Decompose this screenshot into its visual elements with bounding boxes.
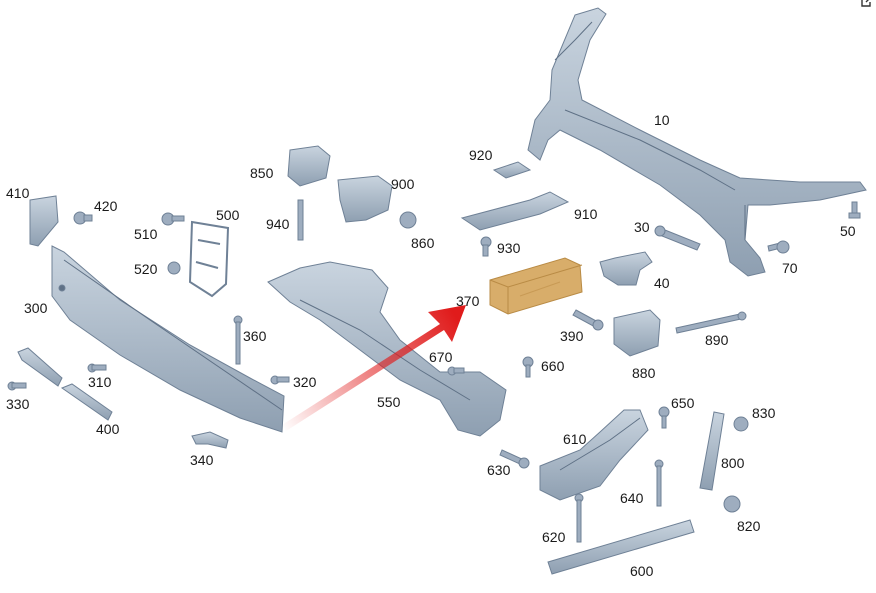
callout-400: 400 (96, 421, 120, 437)
part-650-bolt (658, 406, 670, 429)
callout-30: 30 (634, 219, 650, 235)
part-550-crossmember (267, 261, 507, 437)
callout-50: 50 (840, 223, 856, 239)
callout-300: 300 (24, 300, 48, 316)
part-850-bracket (287, 145, 331, 187)
part-40-bracket (599, 251, 653, 286)
highlight-arrow (282, 305, 466, 431)
part-410-cap (29, 195, 59, 247)
callout-620: 620 (542, 529, 566, 545)
part-800-strap (699, 411, 725, 491)
part-640-bolt (654, 459, 664, 507)
callout-40: 40 (654, 275, 670, 291)
callout-410: 410 (6, 185, 30, 201)
callout-330: 330 (6, 396, 30, 412)
callout-520: 520 (134, 261, 158, 277)
part-360-bolt (233, 315, 243, 365)
part-620-bolt (574, 493, 584, 543)
callout-930: 930 (497, 240, 521, 256)
part-910-plate (460, 191, 570, 231)
part-30-bolt (654, 225, 701, 251)
callout-640: 640 (620, 490, 644, 506)
part-390-bolt (572, 309, 604, 331)
part-320-bolt (270, 375, 290, 385)
part-600-rail (547, 519, 695, 575)
part-880-bracket (613, 309, 661, 357)
part-860-nut (399, 211, 417, 229)
callout-650: 650 (671, 395, 695, 411)
callout-670: 670 (429, 349, 453, 365)
callout-820: 820 (737, 518, 761, 534)
external-link-icon[interactable] (860, 0, 874, 8)
callout-500: 500 (216, 207, 240, 223)
part-520-nut (167, 261, 181, 275)
part-920-clip (492, 161, 532, 179)
part-940-bolt (297, 199, 304, 241)
part-70-bolt (767, 240, 790, 254)
callout-860: 860 (411, 235, 435, 251)
callout-920: 920 (469, 147, 493, 163)
part-400-strips (17, 347, 113, 421)
callout-370: 370 (456, 293, 480, 309)
callout-310: 310 (88, 374, 112, 390)
callout-660: 660 (541, 358, 565, 374)
part-510-screw (161, 212, 185, 226)
callout-420: 420 (94, 198, 118, 214)
callout-550: 550 (377, 394, 401, 410)
part-310-bolt (87, 363, 107, 373)
callout-900: 900 (391, 176, 415, 192)
callout-800: 800 (721, 455, 745, 471)
callout-10: 10 (654, 112, 670, 128)
callout-70: 70 (782, 260, 798, 276)
part-820-nut (723, 495, 741, 513)
callout-390: 390 (560, 328, 584, 344)
part-50-bolt (848, 201, 861, 219)
part-930-bolt (480, 236, 492, 257)
part-10-frame (527, 7, 867, 277)
callout-320: 320 (293, 374, 317, 390)
callout-830: 830 (752, 405, 776, 421)
part-670-bolt (447, 366, 465, 376)
callout-360: 360 (243, 328, 267, 344)
callout-880: 880 (632, 365, 656, 381)
part-890-bolt (675, 311, 747, 334)
callout-890: 890 (705, 332, 729, 348)
callout-910: 910 (574, 206, 598, 222)
part-660-bolt (522, 356, 534, 378)
callout-510: 510 (134, 226, 158, 242)
callout-340: 340 (190, 452, 214, 468)
part-830-nut (733, 416, 749, 432)
part-330-bolt (7, 381, 27, 391)
callout-630: 630 (487, 462, 511, 478)
callout-940: 940 (266, 216, 290, 232)
callout-610: 610 (563, 431, 587, 447)
part-900-bracket (337, 175, 393, 223)
callout-600: 600 (630, 563, 654, 579)
part-500-bracket (188, 220, 230, 298)
part-300-bumper-beam (51, 245, 285, 433)
part-370-crash-absorber (489, 257, 583, 315)
part-420-bolt (73, 211, 93, 225)
part-340-clip (191, 431, 229, 449)
part-610-side-bracket (539, 409, 649, 501)
part-630-bolt (499, 449, 530, 469)
callout-850: 850 (250, 165, 274, 181)
